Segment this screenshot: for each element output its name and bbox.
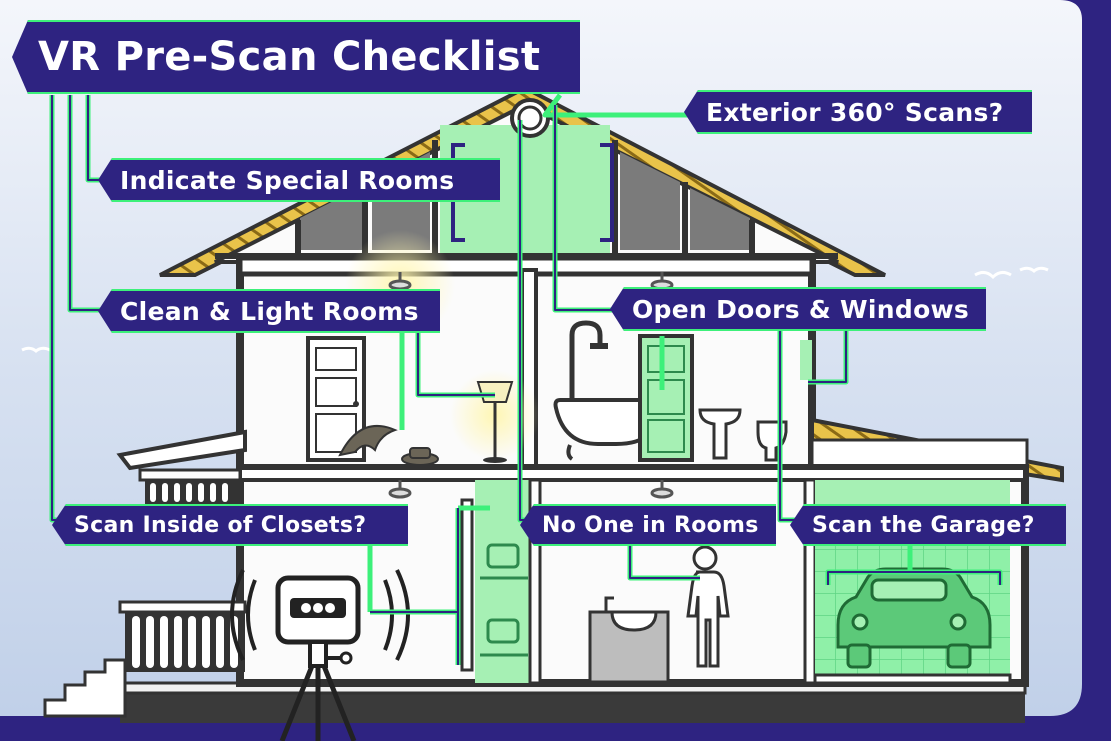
label-clean-light-rooms: Clean & Light Rooms xyxy=(98,289,440,333)
label-indicate-special-rooms: Indicate Special Rooms xyxy=(98,158,500,202)
bird-left xyxy=(21,346,51,353)
upper-balcony xyxy=(138,468,242,505)
porch-railing xyxy=(118,600,247,672)
vr-camera xyxy=(230,569,410,741)
umbrella-clutter xyxy=(338,425,398,457)
round-window xyxy=(510,98,550,138)
pedestal-sink xyxy=(698,408,742,460)
car xyxy=(836,567,992,669)
bird-right xyxy=(974,270,1012,280)
label-exterior-360-scans: Exterior 360° Scans? xyxy=(684,90,1032,134)
label-open-doors-windows: Open Doors & Windows xyxy=(610,287,986,331)
title-banner: VR Pre-Scan Checklist xyxy=(12,20,580,94)
label-scan-inside-closets: Scan Inside of Closets? xyxy=(52,504,408,546)
porch-roof xyxy=(116,429,247,471)
porch-stairs xyxy=(43,658,127,718)
person-silhouette xyxy=(686,545,730,668)
label-no-one-in-rooms: No One in Rooms xyxy=(520,504,776,546)
label-scan-the-garage: Scan the Garage? xyxy=(790,504,1066,546)
bird-right-small xyxy=(1019,266,1049,273)
